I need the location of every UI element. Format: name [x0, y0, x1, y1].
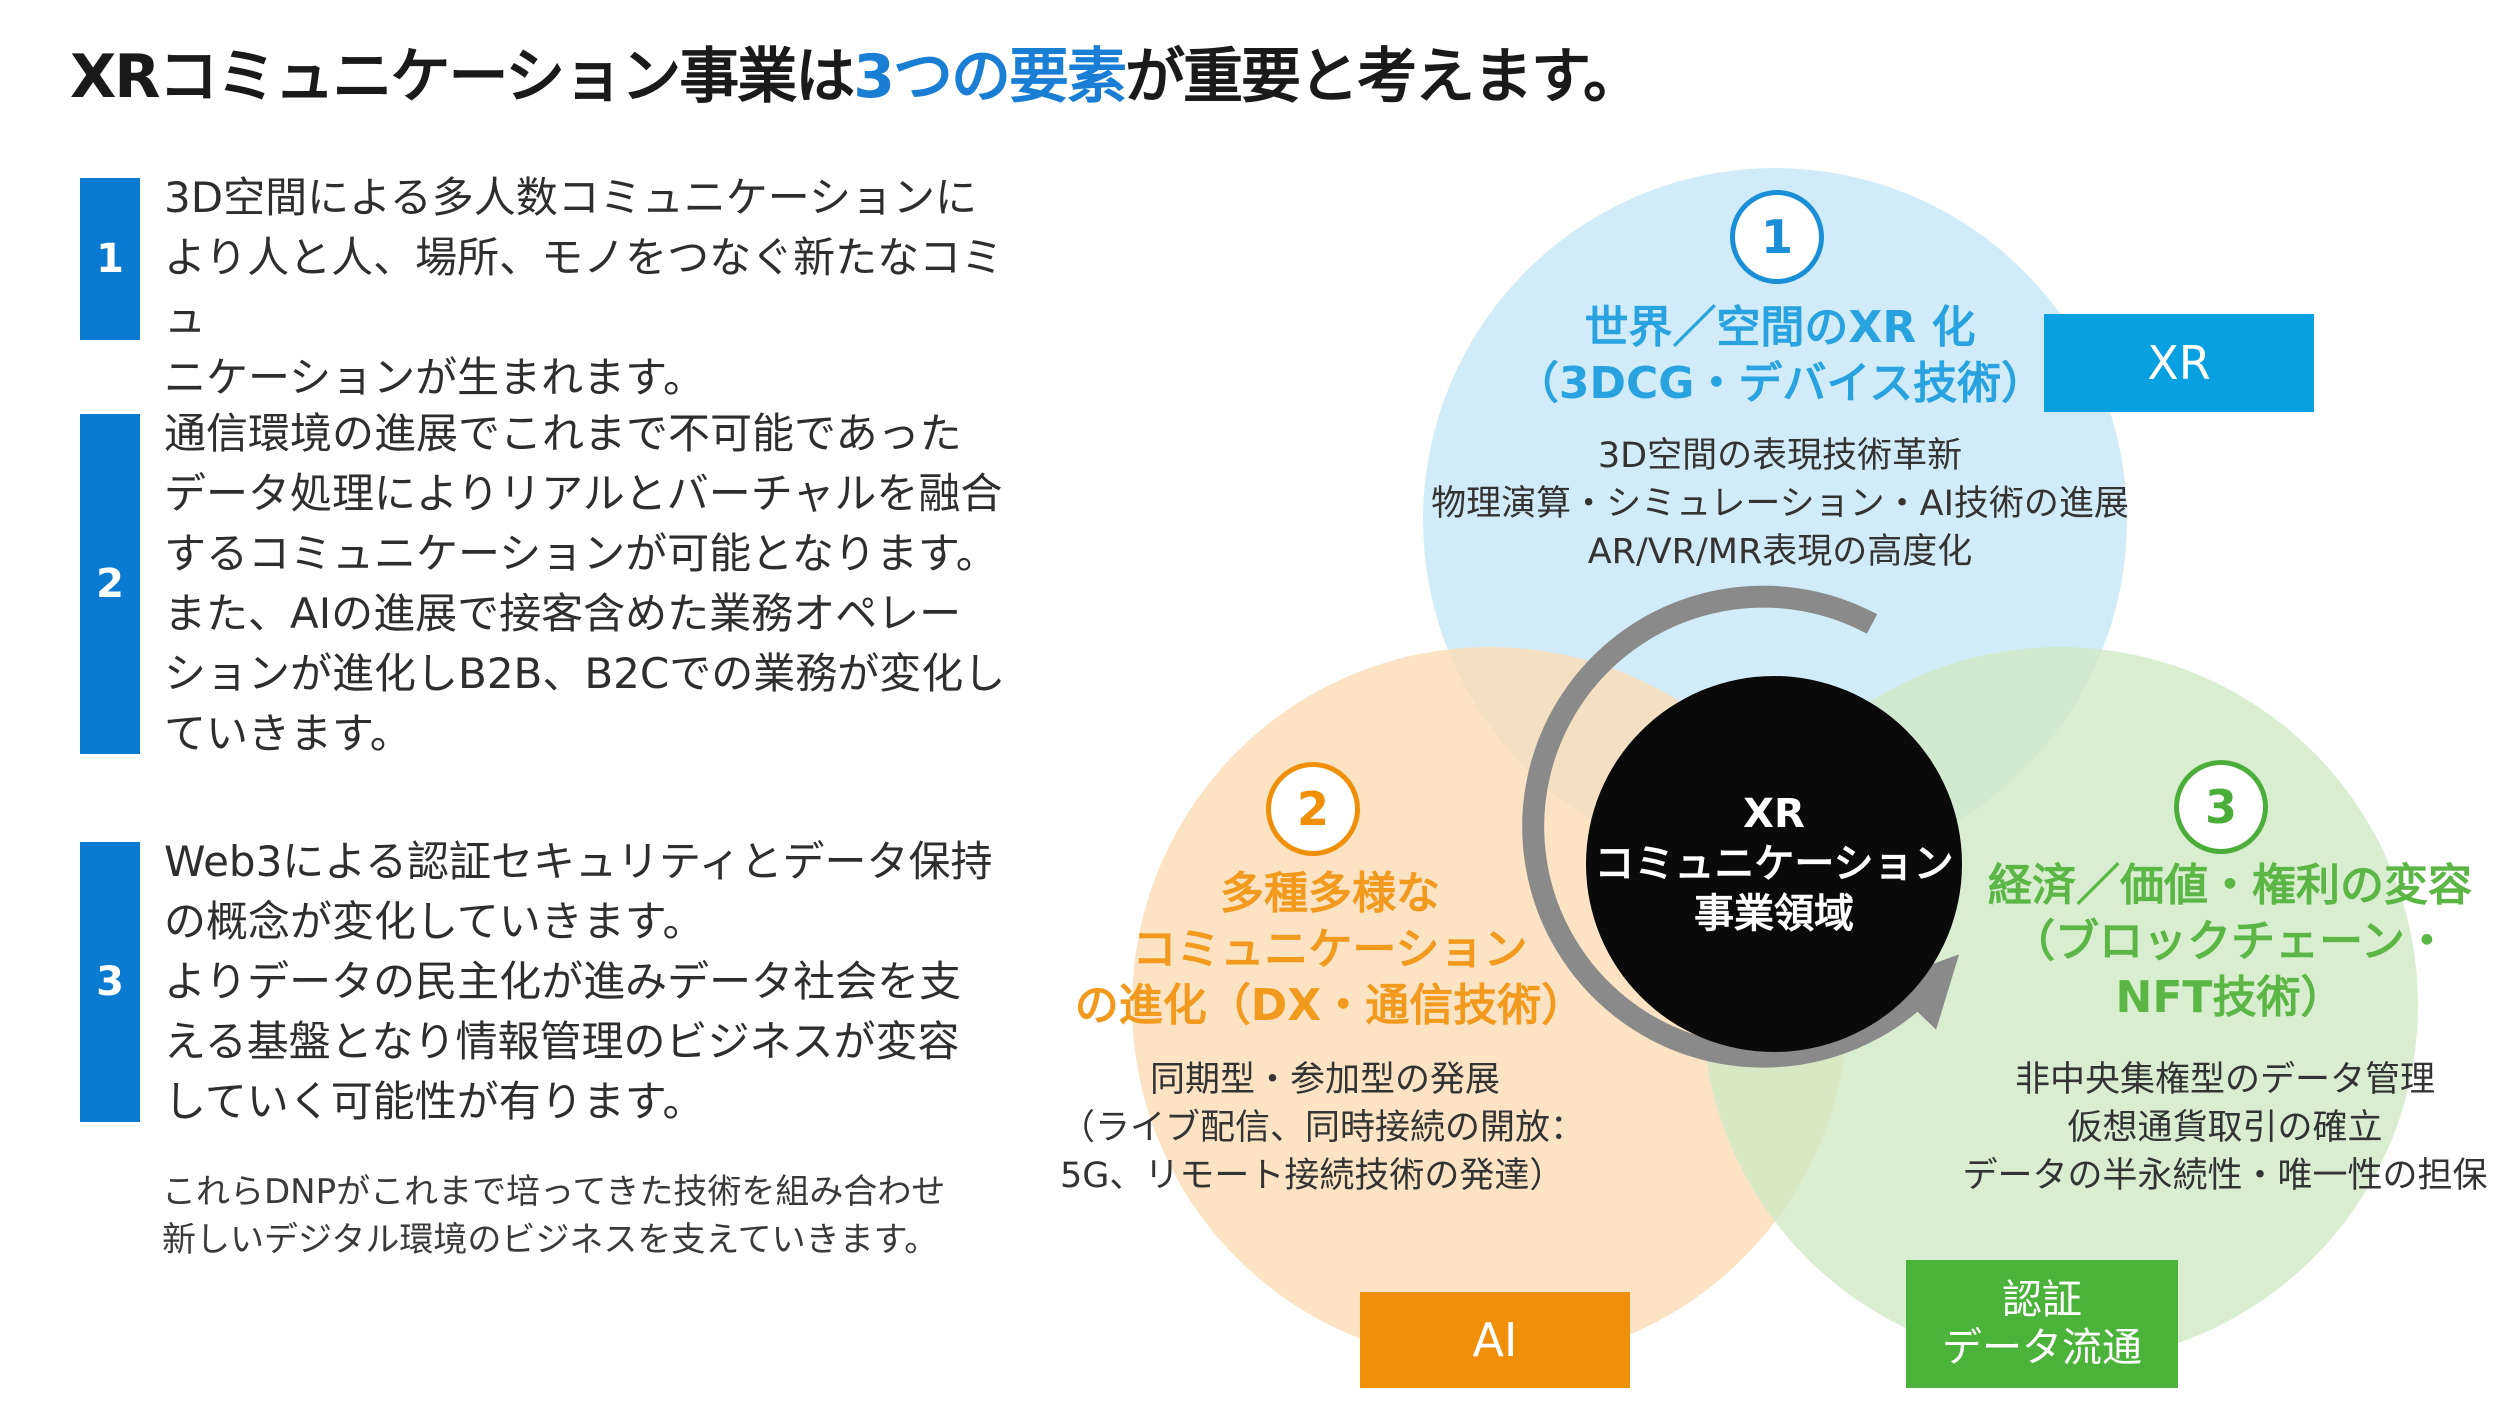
heading-line: （ブロックチェーン・	[2011, 916, 2449, 967]
item-text: Web3による認証セキュリティとデータ保持 の概念が変化していきます。 よりデー…	[164, 832, 1044, 1132]
circle3-number-badge: 3	[2174, 760, 2268, 854]
item-line: ションが進化しB2B、B2Cでの業務が変化し	[164, 649, 1006, 698]
circle2-heading: 多種多様な コミュニケーション の進化（DX・通信技術）	[1060, 866, 1600, 1034]
item-line: ニケーションが生まれます。	[164, 353, 705, 402]
item-number-badge: 1	[80, 178, 140, 340]
item-number-badge: 2	[80, 414, 140, 754]
item-line: よりデータの民主化が進みデータ社会を支	[164, 957, 962, 1006]
circle2-number-badge: 2	[1266, 762, 1360, 856]
item-line: データ処理によりリアルとバーチャルを融合	[164, 469, 1003, 518]
desc-line: 3D空間の表現技術革新	[1597, 436, 1963, 476]
center-line: コミュニケーション	[1594, 841, 1954, 887]
heading-line: （3DCG・デバイス技術）	[1514, 358, 2046, 409]
desc-line: データの半永続性・唯一性の担保	[1962, 1156, 2488, 1196]
item-line: 3D空間による多人数コミュニケーションに	[164, 173, 977, 222]
desc-line: 同期型・参加型の発展	[1150, 1060, 1501, 1100]
circle3-description: 非中央集権型のデータ管理 仮想通貨取引の確立 データの半永続性・唯一性の担保	[1930, 1056, 2516, 1200]
item-number-badge: 3	[80, 842, 140, 1122]
tag-line: 認証	[2002, 1277, 2082, 1323]
xr-tag: XR	[2044, 314, 2314, 412]
item-line: Web3による認証セキュリティとデータ保持	[164, 837, 993, 886]
desc-line: （ライブ配信、同時接続の開放：	[1060, 1108, 1586, 1148]
heading-line: 多種多様な	[1220, 868, 1440, 919]
heading-line: コミュニケーション	[1132, 924, 1528, 975]
footnote: これらDNPがこれまで培ってきた技術を組み合わせ 新しいデジタル環境のビジネスを…	[162, 1168, 1062, 1264]
desc-line: 物理演算・シミュレーション・AI技術の進展	[1431, 484, 2129, 524]
desc-line: 非中央集権型のデータ管理	[2014, 1060, 2435, 1100]
item-line: ていきます。	[164, 709, 412, 758]
footnote-line: これらDNPがこれまで培ってきた技術を組み合わせ	[162, 1172, 946, 1212]
item-text: 通信環境の進展でこれまで不可能であった データ処理によりリアルとバーチャルを融合…	[164, 404, 1044, 764]
heading-line: NFT技術）	[2115, 972, 2345, 1023]
item-line: するコミュニケーションが可能となります。	[164, 529, 998, 578]
title-part2: が重要と考えます。	[1125, 42, 1643, 112]
circle3-heading: 経済／価値・権利の変容 （ブロックチェーン・ NFT技術）	[1960, 858, 2500, 1026]
center-business-area: XR コミュニケーション 事業領域	[1586, 676, 1962, 1052]
auth-data-tag: 認証 データ流通	[1906, 1260, 2178, 1388]
tag-line: データ流通	[1942, 1325, 2142, 1371]
item-line: また、AIの進展で接客含めた業務オペレー	[164, 589, 962, 638]
desc-line: 仮想通貨取引の確立	[2067, 1108, 2383, 1148]
circle1-number-badge: 1	[1730, 190, 1824, 284]
circle1-description: 3D空間の表現技術革新 物理演算・シミュレーション・AI技術の進展 AR/VR/…	[1420, 432, 2140, 576]
item-line: より人と人、場所、モノをつなぐ新たなコミュ	[164, 233, 1004, 342]
item-line: していく可能性が有ります。	[164, 1077, 705, 1126]
circle1-heading: 世界／空間のXR 化 （3DCG・デバイス技術）	[1500, 300, 2060, 412]
center-line: XR	[1743, 791, 1805, 837]
ai-tag: AI	[1360, 1292, 1630, 1388]
page-title: XRコミュニケーション事業は3つの要素が重要と考えます。	[70, 28, 1643, 115]
item-line: 通信環境の進展でこれまで不可能であった	[164, 409, 962, 458]
title-accent: 3つの要素	[853, 42, 1127, 112]
cycle-arrow	[1522, 585, 1960, 1068]
desc-line: AR/VR/MR表現の高度化	[1587, 532, 1973, 572]
heading-line: 世界／空間のXR 化	[1584, 302, 1976, 353]
center-line: 事業領域	[1693, 891, 1854, 937]
item-line: の概念が変化していきます。	[164, 897, 705, 946]
item-line: える基盤となり情報管理のビジネスが変容	[164, 1017, 960, 1066]
heading-line: 経済／価値・権利の変容	[1988, 860, 2472, 911]
heading-line: の進化（DX・通信技術）	[1074, 980, 1586, 1031]
item-text: 3D空間による多人数コミュニケーションに より人と人、場所、モノをつなぐ新たなコ…	[164, 168, 1044, 408]
desc-line: 5G、リモート接続技術の発達）	[1060, 1156, 1565, 1196]
footnote-line: 新しいデジタル環境のビジネスを支えていきます。	[162, 1220, 939, 1260]
title-part1: XRコミュニケーション事業は	[70, 42, 855, 112]
circle2-description: 同期型・参加型の発展 （ライブ配信、同時接続の開放： 5G、リモート接続技術の発…	[1060, 1056, 1586, 1200]
